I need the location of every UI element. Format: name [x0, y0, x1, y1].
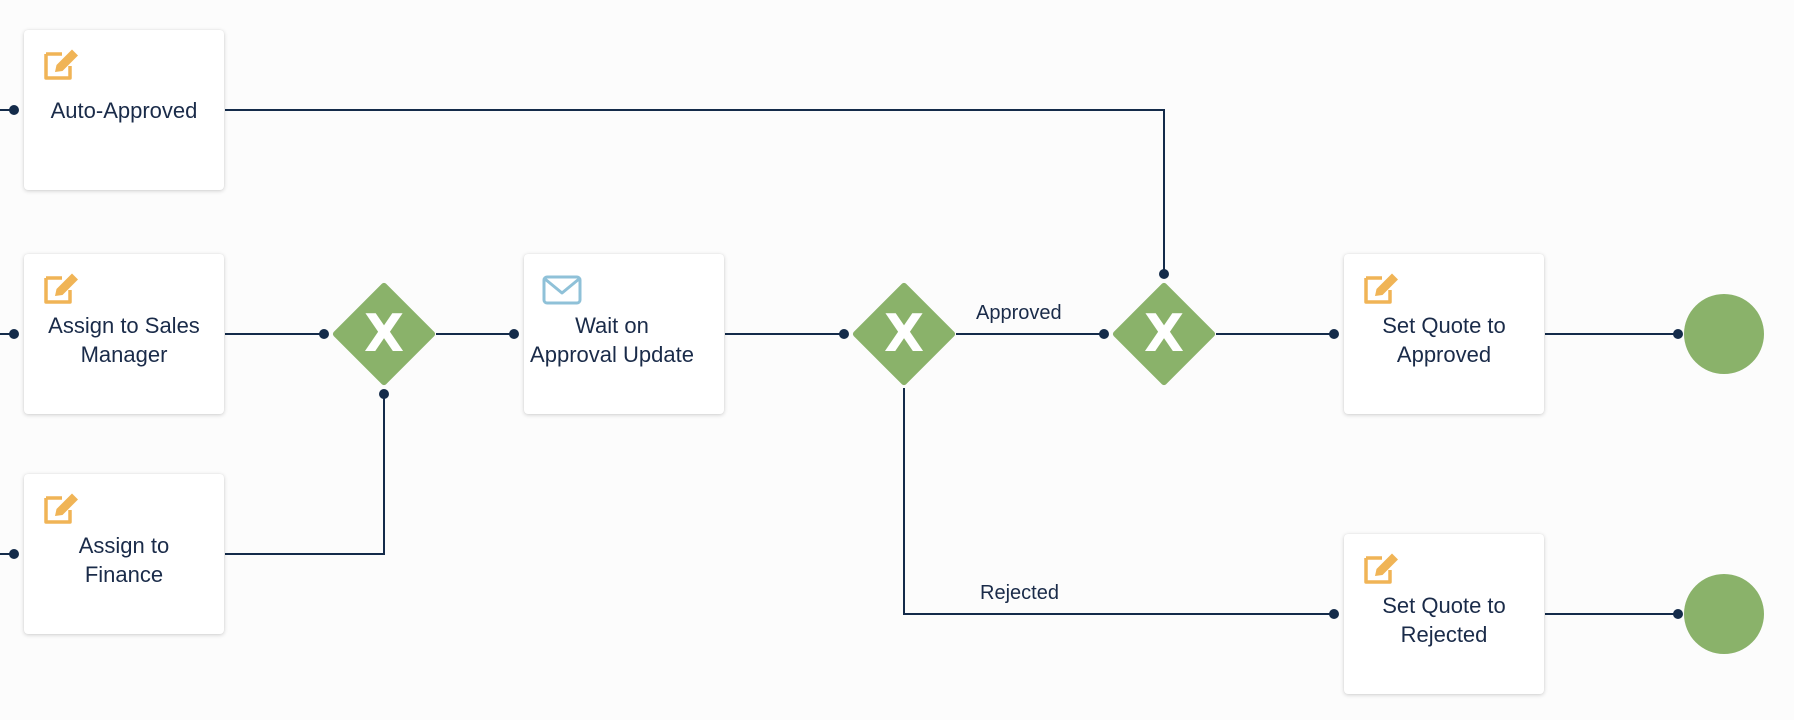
connector-dot: [319, 329, 329, 339]
connector-dot: [1329, 609, 1339, 619]
connector-dot: [1099, 329, 1109, 339]
connector-dot: [839, 329, 849, 339]
task-set-quote-to-rejected[interactable]: Set Quote to Rejected: [1344, 534, 1544, 694]
task-label: Assign to Finance: [78, 533, 170, 587]
edit-icon: [1364, 553, 1398, 584]
task-auto-approved[interactable]: Auto-Approved: [24, 30, 224, 190]
task-wait-on-approval-update[interactable]: Wait on Approval Update: [524, 254, 724, 414]
edge-label-approved: Approved: [976, 302, 1062, 324]
connector-finance-to-merge: [225, 394, 385, 555]
connector-dot: [379, 389, 389, 399]
end-event-rejected[interactable]: [1684, 574, 1764, 654]
task-set-quote-to-approved[interactable]: Set Quote to Approved: [1344, 254, 1544, 414]
task-label: Auto-Approved: [50, 97, 198, 123]
edit-icon: [44, 273, 78, 304]
edge-label-rejected: Rejected: [980, 582, 1059, 604]
connector-dot: [1673, 329, 1683, 339]
task-label: Wait on Approval Update: [530, 313, 694, 367]
envelope-icon: [542, 275, 582, 305]
connector-dot: [9, 329, 19, 339]
connector-dot: [1159, 269, 1169, 279]
connector-dot: [1673, 609, 1683, 619]
task-label: Set Quote to Approved: [1382, 313, 1506, 367]
end-event-approved[interactable]: [1684, 294, 1764, 374]
connector-auto-approved-to-merge: [225, 109, 1165, 274]
connector-dot: [1329, 329, 1339, 339]
connector-dot: [509, 329, 519, 339]
task-assign-to-finance[interactable]: Assign to Finance: [24, 474, 224, 634]
edit-icon: [44, 49, 78, 80]
edit-icon: [1364, 273, 1398, 304]
task-label: Assign to Sales Manager: [48, 313, 200, 367]
task-assign-to-sales-manager[interactable]: Assign to Sales Manager: [24, 254, 224, 414]
edit-icon: [44, 493, 78, 524]
connector-decision-rejected: [903, 388, 1334, 615]
connector-dot: [9, 105, 19, 115]
connector-dot: [9, 549, 19, 559]
task-label: Set Quote to Rejected: [1382, 593, 1506, 647]
